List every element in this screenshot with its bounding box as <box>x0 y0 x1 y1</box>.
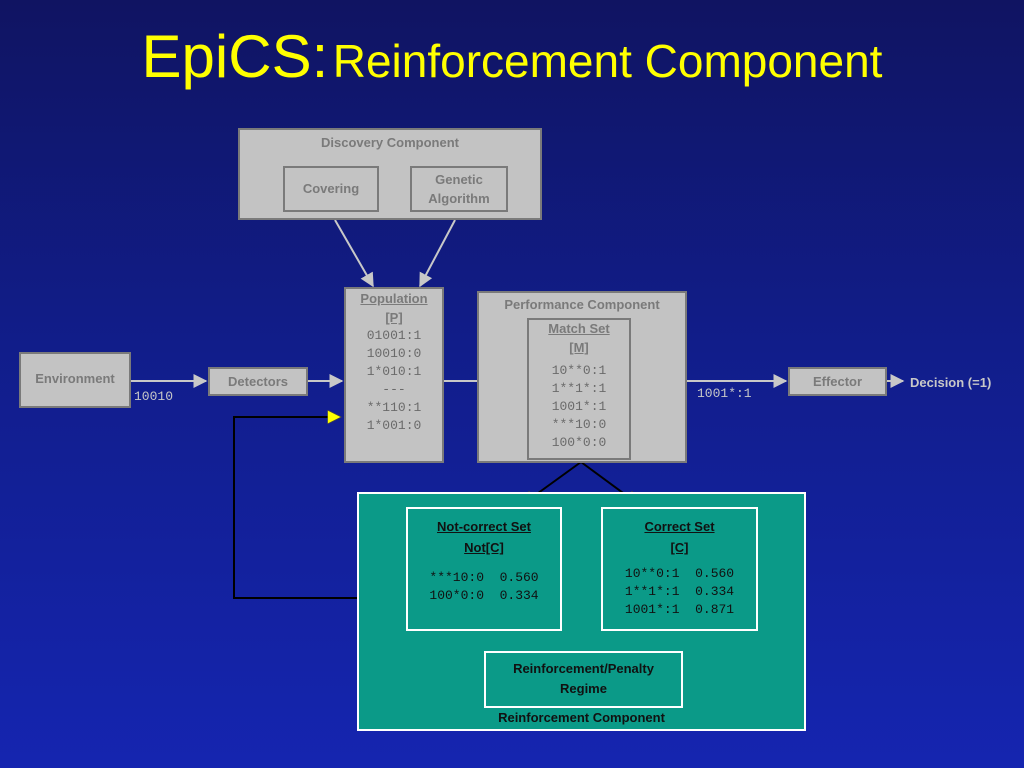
ga-label-line2: Algorithm <box>428 191 490 206</box>
regime-box: Reinforcement/Penalty Regime <box>484 651 683 708</box>
reinforcement-label: Reinforcement Component <box>498 710 665 725</box>
regime-label-line1: Reinforcement/Penalty <box>513 661 654 676</box>
not-correct-rules: ***10:0 0.560 100*0:0 0.334 <box>429 570 539 603</box>
title-main: EpiCS: <box>141 23 329 90</box>
effector-box: Effector <box>788 367 887 396</box>
population-rules: 01001:1 10010:0 1*010:1 --- **110:1 1*00… <box>366 328 422 433</box>
performance-label: Performance Component <box>504 297 660 312</box>
match-set-box: Match Set [M] 10**0:1 1**1*:1 1001*:1 **… <box>527 318 631 460</box>
not-correct-label-line1: Not-correct Set <box>437 519 531 534</box>
population-label-line2: [P] <box>385 310 403 325</box>
title-sub: Reinforcement Component <box>332 35 883 87</box>
regime-label-line2: Regime <box>560 681 607 696</box>
covering-label: Covering <box>302 181 360 196</box>
detectors-label: Detectors <box>228 374 288 389</box>
match-set-rules: 10**0:1 1**1*:1 1001*:1 ***10:0 100*0:0 <box>551 363 607 450</box>
covering-box: Covering <box>283 166 379 212</box>
effector-action-value: 1001*:1 <box>697 386 752 401</box>
correct-set-box: Correct Set [C] 10**0:1 0.560 1**1*:1 0.… <box>601 507 758 631</box>
reinforcement-component: Not-correct Set Not[C] ***10:0 0.560 100… <box>357 492 806 731</box>
discovery-label: Discovery Component <box>321 135 459 150</box>
match-set-label-line2: [M] <box>569 340 589 355</box>
detectors-box: Detectors <box>208 367 308 396</box>
not-correct-label-line2: Not[C] <box>464 540 504 555</box>
environment-box: Environment <box>19 352 131 408</box>
page-title: EpiCS: Reinforcement Component <box>0 22 1024 91</box>
arrow-ga-to-population <box>419 219 456 288</box>
discovery-component: Discovery Component Covering Genetic Alg… <box>238 128 542 220</box>
environment-input-value: 10010 <box>134 389 174 404</box>
arrow-covering-to-population <box>334 219 374 288</box>
performance-component: Performance Component Match Set [M] 10**… <box>477 291 687 463</box>
genetic-algorithm-box: Genetic Algorithm <box>410 166 508 212</box>
correct-rules: 10**0:1 0.560 1**1*:1 0.334 1001*:1 0.87… <box>624 566 735 617</box>
feedback-loop-to-population <box>233 417 357 599</box>
population-label-line1: Population <box>360 291 428 306</box>
decision-label: Decision (=1) <box>910 375 992 390</box>
match-set-label-line1: Match Set <box>548 321 610 336</box>
population-box: Population [P] 01001:1 10010:0 1*010:1 -… <box>344 287 444 463</box>
correct-label-line2: [C] <box>670 540 689 555</box>
ga-label-line1: Genetic <box>435 172 483 187</box>
gray-arrows <box>131 219 905 388</box>
not-correct-set-box: Not-correct Set Not[C] ***10:0 0.560 100… <box>406 507 562 631</box>
effector-label: Effector <box>812 374 863 389</box>
environment-label: Environment <box>35 371 115 386</box>
correct-label-line1: Correct Set <box>644 519 715 534</box>
